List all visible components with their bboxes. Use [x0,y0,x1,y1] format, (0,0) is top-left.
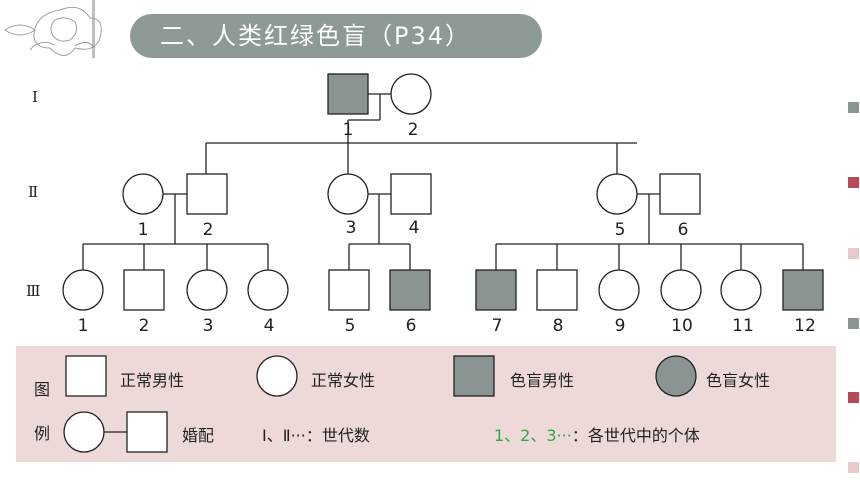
individual-number: 1 [78,316,89,336]
individual-number: 5 [345,316,356,336]
individual-number: 4 [409,218,420,238]
legend-affected-male-icon [453,355,495,397]
legend-affected-male-label: 色盲男性 [510,371,575,390]
individual-number: 8 [553,316,564,336]
generation-label-2: Ⅱ [28,183,39,201]
individual-number: 4 [264,316,275,336]
gen1-male-1-affected [327,73,369,115]
gen3-male-8 [536,269,578,311]
generation-label-3: Ⅲ [26,282,41,300]
gen3-male-12-affected [782,269,824,311]
side-marker [848,177,859,188]
generation-label-1: Ⅰ [32,88,38,106]
gen2-female-3 [327,173,369,215]
individual-number: 3 [203,316,214,336]
legend-marriage-label: 婚配 [182,426,215,445]
legend-individual-text: ：各世代中的个体 [571,426,700,445]
legend-normal-female-icon [256,355,298,397]
flower-decoration [4,0,102,58]
gen3-female-10 [660,269,702,311]
legend-individual-numbers: 1、2、3··· [494,426,572,445]
individual-number: 6 [678,220,689,240]
gen1-female-2 [390,73,432,115]
individual-number: 9 [615,316,626,336]
gen3-male-5 [328,269,370,311]
gen3-male-7-affected [475,269,517,311]
side-marker [848,392,859,403]
gen3-female-4 [247,269,289,311]
gen2-male-4 [390,173,432,215]
individual-number: 6 [406,316,417,336]
gen2-male-2 [186,173,228,215]
individual-number: 10 [671,316,693,336]
gen3-female-3 [186,269,228,311]
legend-marriage-male-icon [126,411,168,453]
gen3-male-6-affected [389,269,431,311]
side-marker [848,102,859,113]
legend-normal-female-label: 正常女性 [311,371,376,390]
individual-number: 1 [138,220,149,240]
gen2-female-5 [596,173,638,215]
legend-marriage-female-icon [63,411,105,453]
gen3-female-11 [720,269,762,311]
side-marker [848,462,859,473]
slide-title: 二、人类红绿色盲（P34） [130,14,542,58]
legend-heading-bottom: 例 [34,424,51,443]
individual-number: 2 [203,220,214,240]
gen3-female-1 [62,269,104,311]
legend-affected-female-label: 色盲女性 [706,371,771,390]
legend-generation-note: Ⅰ、Ⅱ···：世代数 [262,426,370,445]
side-marker [848,318,859,329]
legend-normal-male-icon [65,355,107,397]
individual-number: 2 [408,120,419,140]
individual-number: 7 [492,316,503,336]
individual-number: 11 [732,316,754,336]
individual-number: 5 [615,220,626,240]
individual-number: 1 [343,120,354,140]
legend-affected-female-icon [655,355,697,397]
gen2-female-1 [122,173,164,215]
legend-heading-top: 图 [34,380,51,399]
legend-normal-male-label: 正常男性 [120,371,185,390]
individual-number: 2 [139,316,150,336]
side-marker [848,248,859,259]
legend-individual-note: 1、2、3···：各世代中的个体 [494,422,700,446]
individual-number: 12 [794,316,816,336]
gen2-male-6 [659,173,701,215]
gen3-female-9 [598,269,640,311]
individual-number: 3 [346,218,357,238]
legend-symbols [63,355,697,453]
pedigree-chart: 1 2 1 2 3 4 5 6 1 2 3 4 5 6 7 8 9 10 11 … [62,73,824,336]
gen3-male-2 [123,269,165,311]
